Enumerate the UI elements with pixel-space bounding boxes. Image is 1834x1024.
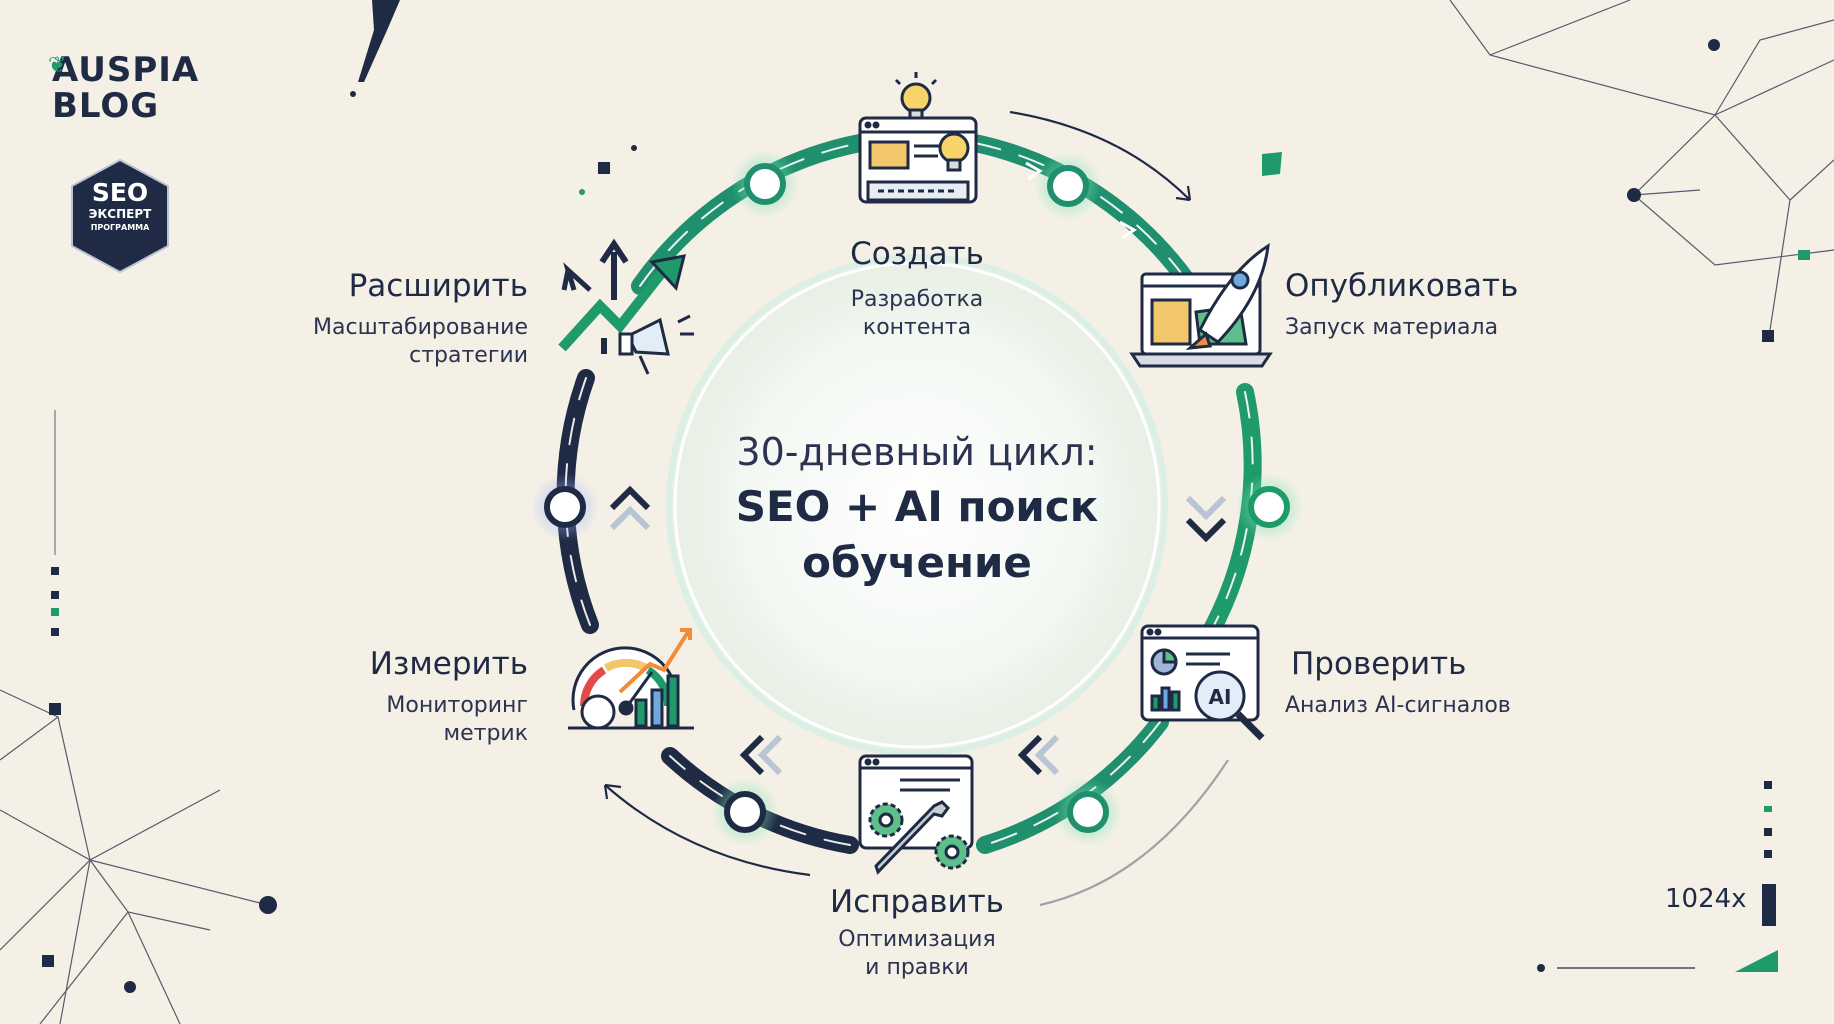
step-fix-title: Исправить: [830, 884, 1004, 920]
step-check-sub1: Анализ AI-сигналов: [1285, 693, 1511, 718]
brand-line1: AUSPIA: [52, 50, 200, 90]
wrench-gear-icon: [858, 754, 974, 875]
center-line1: 30-дневный цикл:: [736, 430, 1098, 474]
step-create-sub1: Разработка: [850, 287, 984, 312]
step-fix-sub2: и правки: [865, 955, 969, 980]
step-create-sub2: контента: [862, 315, 972, 340]
gauge-chart-icon: [568, 628, 694, 730]
svg-text:AI: AI: [1209, 685, 1232, 709]
ring-nodes: [531, 150, 1303, 846]
step-check-title: Проверить: [1291, 646, 1467, 682]
seo-badge: SEO ЭКСПЕРТ ПРОГРАММА: [70, 180, 170, 234]
seo-badge-hexagon: [71, 158, 169, 274]
center-line3: обучение: [802, 538, 1032, 587]
step-publish-title: Опубликовать: [1285, 268, 1519, 304]
step-publish-sub1: Запуск материала: [1285, 315, 1499, 340]
badge-line2: ЭКСПЕРТ: [88, 207, 152, 221]
brand-logo: ❦ AUSPIA BLOG: [48, 50, 200, 126]
leaf-icon: ❦: [48, 53, 68, 78]
step-expand-sub2: стратегии: [409, 343, 528, 368]
direction-chevrons: [609, 485, 1227, 776]
browser-lightbulb-icon: [858, 72, 978, 204]
badge-line3: ПРОГРАММА: [90, 223, 150, 232]
step-fix-sub1: Оптимизация: [838, 927, 996, 952]
step-expand-title: Расширить: [348, 268, 528, 304]
growth-megaphone-icon: [558, 238, 694, 375]
network-decoration-bottom-left: [0, 689, 269, 1024]
center-line2: SEO + AI поиск: [735, 482, 1099, 531]
center-title: 30-дневный цикл: SEO + AI поиск обучение: [717, 425, 1117, 591]
step-expand-sub1: Масштабирование: [313, 315, 528, 340]
center-disc: [669, 257, 1165, 753]
step-measure-sub2: метрик: [443, 721, 529, 746]
badge-line1: SEO: [91, 178, 149, 207]
step-create-title: Создать: [850, 236, 984, 272]
flow-arrows: [603, 110, 1229, 907]
slash-decoration: [358, 0, 400, 82]
brand-line2: BLOG: [52, 86, 160, 126]
rocket-laptop-icon: [1129, 243, 1273, 368]
ai-analysis-icon: [1140, 624, 1265, 741]
zoom-label: 1024x: [1665, 884, 1747, 914]
network-decoration-top-right: [1449, 0, 1834, 331]
step-measure-title: Измерить: [369, 646, 528, 682]
step-measure-sub1: Мониторинг: [386, 693, 528, 718]
